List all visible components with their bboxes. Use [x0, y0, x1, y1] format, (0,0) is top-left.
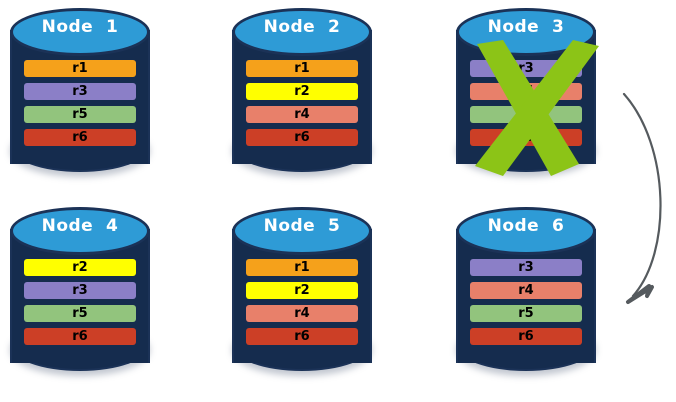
- cylinder-top: [10, 8, 150, 56]
- database-node-2[interactable]: Node 2 r1 r2 r4 r6: [232, 8, 372, 186]
- record-bar-r2[interactable]: r2: [24, 259, 136, 276]
- node-title: Node 2: [263, 17, 341, 37]
- database-node-1[interactable]: Node 1 r1 r3 r5 r6: [10, 8, 150, 186]
- record-bar-r1[interactable]: r1: [246, 60, 358, 77]
- record-bar-r6[interactable]: r6: [24, 129, 136, 146]
- recovery-arrow-path: [622, 92, 662, 298]
- node-title: Node 4: [41, 216, 119, 236]
- record-bar-r1[interactable]: r1: [246, 259, 358, 276]
- node-title: Node 3: [487, 17, 565, 37]
- record-bar-r6[interactable]: r6: [470, 328, 582, 345]
- record-bar-r4[interactable]: r4: [246, 106, 358, 123]
- node-title: Node 1: [41, 17, 119, 37]
- database-node-5[interactable]: Node 5 r1 r2 r4 r6: [232, 207, 372, 385]
- record-bar-r3[interactable]: r3: [24, 282, 136, 299]
- record-list: r2 r3 r5 r6: [10, 259, 150, 351]
- cylinder-top: [456, 207, 596, 255]
- record-list: r1 r2 r4 r6: [232, 60, 372, 152]
- record-bar-r5[interactable]: r5: [24, 106, 136, 123]
- database-node-3[interactable]: Node 3r3r4r5r6: [456, 8, 599, 186]
- record-bar-r3[interactable]: r3: [470, 259, 582, 276]
- record-bar-r6[interactable]: r6: [246, 129, 358, 146]
- recovery-arrow-head: [626, 284, 654, 304]
- record-bar-r1[interactable]: r1: [24, 60, 136, 77]
- x-mark-icon: [447, 40, 605, 180]
- record-bar-r6[interactable]: r6: [24, 328, 136, 345]
- record-list: r1 r2 r4 r6: [232, 259, 372, 351]
- cylinder-top: [10, 207, 150, 255]
- cylinder-top: [232, 207, 372, 255]
- cylinder-top: [232, 8, 372, 56]
- record-bar-r6[interactable]: r6: [246, 328, 358, 345]
- database-node-4[interactable]: Node 4 r2 r3 r5 r6: [10, 207, 150, 385]
- record-bar-r2[interactable]: r2: [246, 282, 358, 299]
- record-bar-r4[interactable]: r4: [470, 282, 582, 299]
- record-bar-r2[interactable]: r2: [246, 83, 358, 100]
- node-title: Node 6: [487, 216, 565, 236]
- record-bar-r4[interactable]: r4: [246, 305, 358, 322]
- record-bar-r3[interactable]: r3: [24, 83, 136, 100]
- database-node-6[interactable]: Node 6 r3 r4 r5 r6: [456, 207, 596, 385]
- record-bar-r5[interactable]: r5: [470, 305, 582, 322]
- record-list: r1 r3 r5 r6: [10, 60, 150, 152]
- node-title: Node 5: [263, 216, 341, 236]
- record-list: r3 r4 r5 r6: [456, 259, 596, 351]
- record-bar-r5[interactable]: r5: [24, 305, 136, 322]
